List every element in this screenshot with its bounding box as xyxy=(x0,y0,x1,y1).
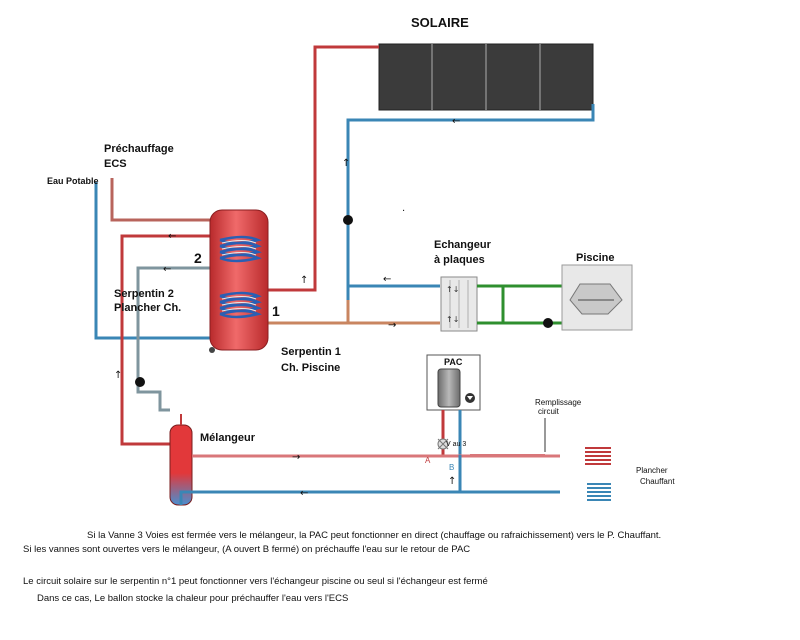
floor-emitter-cold xyxy=(587,483,611,501)
svg-text:↑: ↑ xyxy=(448,476,456,487)
floor-label-2: Chauffant xyxy=(640,477,675,486)
svg-text:↑: ↑ xyxy=(342,158,350,169)
valve-b-label: B xyxy=(449,463,455,472)
coil2-label-1: Serpentin 2 xyxy=(114,288,174,300)
coil2-label-2: Plancher Ch. xyxy=(114,302,182,314)
pool-image xyxy=(561,264,633,331)
preheat-pipe xyxy=(110,178,210,222)
floor-emitter-hot xyxy=(585,447,611,465)
coil1-number: 1 xyxy=(272,303,280,319)
note-1: Si la Vanne 3 Voies est fermée vers le m… xyxy=(87,530,662,541)
exchanger-label-1: Echangeur xyxy=(434,239,491,251)
flow-arrows: ← ↑ · ← ↑ → ← ← ↑ → ← ↑ xyxy=(114,116,460,499)
solar-hot-pipe xyxy=(268,45,379,292)
svg-text:→: → xyxy=(388,320,396,331)
coil1-label-1: Serpentin 1 xyxy=(281,346,341,358)
pool-label: Piscine xyxy=(576,252,615,264)
coil2-number: 2 xyxy=(194,250,202,266)
svg-text:←: ← xyxy=(163,264,171,275)
pump-icon xyxy=(135,215,553,387)
svg-text:←: ← xyxy=(383,274,391,285)
solar-cold-pipe xyxy=(346,104,595,300)
coil2-return-pipe xyxy=(136,266,210,412)
plate-exchanger: ↑↓ ↑↓ xyxy=(440,276,478,332)
svg-text:↑↓: ↑↓ xyxy=(446,285,459,294)
hot-water-tank xyxy=(209,209,269,353)
preheat-label-2: ECS xyxy=(104,158,127,170)
floor-label-1: Plancher xyxy=(636,466,668,475)
fill-label-1: Remplissage xyxy=(535,398,582,407)
svg-text:↑: ↑ xyxy=(300,275,308,286)
solar-label: SOLAIRE xyxy=(411,15,469,30)
pac-label: PAC xyxy=(444,357,463,367)
solar-panels xyxy=(378,43,594,111)
note-4: Dans ce cas, Le ballon stocke la chaleur… xyxy=(37,593,349,604)
coil2-hot-pipe xyxy=(120,234,210,446)
note-3: Le circuit solaire sur le serpentin n°1 … xyxy=(23,576,488,587)
potable-water-label: Eau Potable xyxy=(47,176,99,186)
coil1-label-2: Ch. Piscine xyxy=(281,362,341,374)
note-2: Si les vannes sont ouvertes vers le méla… xyxy=(23,544,471,555)
exchanger-label-2: à plaques xyxy=(434,254,485,266)
valve-a-label: A xyxy=(425,456,431,465)
pac-heat-pump xyxy=(426,354,481,411)
svg-text:↑↓: ↑↓ xyxy=(446,315,459,324)
preheat-label-1: Préchauffage xyxy=(104,143,174,155)
svg-text:←: ← xyxy=(300,488,308,499)
svg-text:←: ← xyxy=(168,231,176,242)
mixer-label: Mélangeur xyxy=(200,432,256,444)
svg-text:↑: ↑ xyxy=(114,370,122,381)
fill-label-2: circuit xyxy=(538,407,559,416)
svg-text:·: · xyxy=(402,206,405,217)
potable-pipe xyxy=(94,182,212,340)
svg-text:←: ← xyxy=(452,116,460,127)
valve-tag: V au 3 xyxy=(446,441,467,448)
svg-text:→: → xyxy=(292,452,300,463)
floor-cold-pipe xyxy=(179,490,560,505)
